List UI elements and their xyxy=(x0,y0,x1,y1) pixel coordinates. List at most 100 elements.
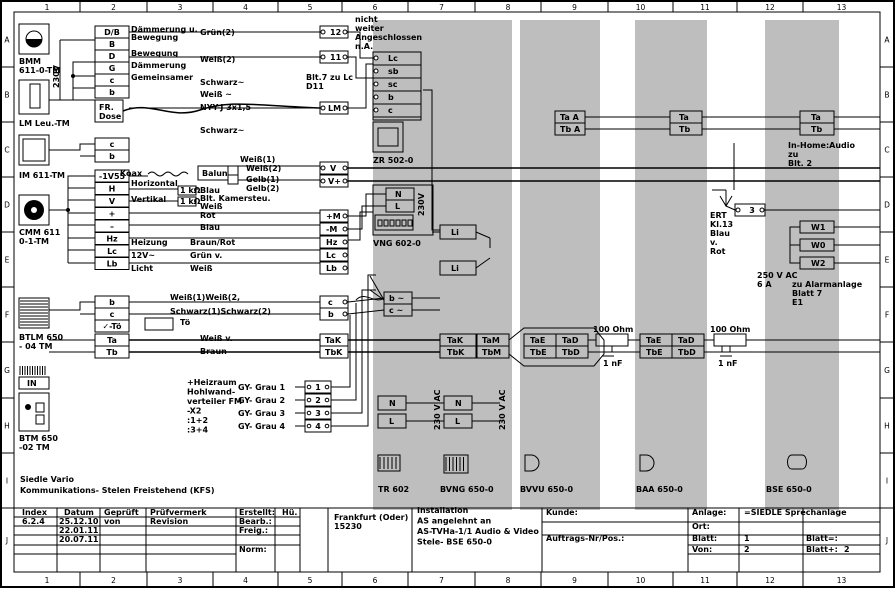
tb-install-line: Installation xyxy=(417,506,469,515)
grid-col-bottom: 4 xyxy=(243,576,248,585)
bmm-label-line: BMM xyxy=(19,57,41,66)
label-rot: Rot xyxy=(200,211,216,220)
resistor-2 xyxy=(713,333,747,347)
wire xyxy=(331,289,376,414)
label-nicht-angeschlossen-line: nicht xyxy=(355,15,378,24)
wire xyxy=(331,274,376,427)
balun-label: Balun xyxy=(202,169,228,178)
term-label: TaK xyxy=(325,336,342,345)
term-block xyxy=(319,248,349,262)
terminal-dot xyxy=(342,178,348,184)
label-blau: Blau xyxy=(200,186,220,195)
label-in-home-line: zu xyxy=(788,150,799,159)
in-label: IN xyxy=(27,379,37,388)
label-gemeinsamer: Gemeinsamer xyxy=(131,73,193,82)
vng-pin-icon xyxy=(389,219,395,227)
term-label: 12 xyxy=(330,28,341,37)
tb-header: Geprüft xyxy=(104,508,139,517)
btm-device xyxy=(18,392,50,432)
label-gy: GY- Grau 4 xyxy=(238,422,286,431)
btm-led-icon xyxy=(25,404,31,410)
tb-bearb: Bearb.: xyxy=(239,517,272,526)
terminal-dot xyxy=(324,384,330,390)
grid-col-bottom: 2 xyxy=(111,576,116,585)
label-weiss1: Weiß(1) xyxy=(240,155,275,164)
terminal-dot xyxy=(342,105,348,111)
term-block xyxy=(319,261,349,275)
lm-label: LM Leu.-TM xyxy=(19,119,70,128)
label-weiss3: Weiß xyxy=(190,264,213,273)
tb-blatt: Blatt: xyxy=(692,534,717,543)
vng-device xyxy=(372,184,434,236)
wire xyxy=(49,175,95,211)
vng-230v: 230V xyxy=(417,192,426,216)
btm-label: BTM 650-02 TM xyxy=(19,434,58,452)
term-label: V xyxy=(330,164,337,173)
tb-revision: Revision xyxy=(150,517,189,526)
vng-pin-icon xyxy=(377,219,383,227)
grid-col-bottom: 6 xyxy=(373,576,378,585)
terminal-dot xyxy=(342,311,348,317)
grid-row-right: E xyxy=(885,256,890,265)
grid-row-left: J xyxy=(5,536,8,545)
label-daemmerung: Dämmerung xyxy=(131,61,186,70)
title-block-frame xyxy=(13,507,881,573)
terminal-dot xyxy=(342,252,348,258)
terminal-dot xyxy=(324,410,330,416)
lm-switch-icon xyxy=(29,83,41,109)
label-gy: GY- Grau 1 xyxy=(238,383,286,392)
resistor-box xyxy=(177,185,197,196)
btlm-label: BTLM 650- 04 TM xyxy=(19,333,64,351)
terminal-dot xyxy=(320,105,326,111)
terminal-dot xyxy=(342,29,348,35)
tr-l-label: L xyxy=(389,417,394,426)
tb-header: Prüfvermerk xyxy=(150,508,207,517)
label-gruen-v: Grün v. xyxy=(190,251,222,260)
wire xyxy=(347,297,385,303)
terminal-dot xyxy=(373,68,379,74)
bse-label: Tb xyxy=(811,125,822,134)
label-12v: 12V~ xyxy=(131,251,155,260)
tb-install-line: AS angelehnt an xyxy=(417,517,492,526)
vng-pin-icon xyxy=(383,219,389,227)
distributor-label: 1 xyxy=(315,383,321,392)
grid-row-left: F xyxy=(5,311,9,320)
nf-label-2: 1 nF xyxy=(718,359,738,368)
terminal-dot xyxy=(342,265,348,271)
terminal-label: + xyxy=(109,210,116,219)
wire xyxy=(369,275,385,301)
term-label: TbK xyxy=(325,348,343,357)
wire xyxy=(347,309,385,315)
label-in-home-line: Blt. 2 xyxy=(788,159,812,168)
wire xyxy=(331,303,357,401)
grid-col-bottom: 7 xyxy=(439,576,444,585)
zr-terminal-label: Lc xyxy=(388,54,398,63)
label-daemmerung-bewegung: Dämmerung u.Bewegung xyxy=(131,25,198,42)
tb-date: 22.01.11 xyxy=(59,526,99,535)
nf-label-1: 1 nF xyxy=(603,359,623,368)
label-gy: GY- Grau 3 xyxy=(238,409,285,418)
grid-row-left: E xyxy=(5,256,10,265)
tr-230vac: 230 V AC xyxy=(433,389,442,430)
tb-erstellt: Erstellt: xyxy=(239,508,275,517)
terminal-label: Ta xyxy=(107,336,117,345)
bse-speaker-icon xyxy=(787,454,807,470)
resistor-label: 1 kΩ xyxy=(180,186,201,195)
grid-row-left: A xyxy=(4,36,10,45)
lm-device xyxy=(18,79,50,115)
tb-vonl: Von: xyxy=(692,545,712,554)
fr-dose-label: FR.Dose xyxy=(99,103,122,121)
wire xyxy=(348,63,373,109)
label-alarmanlage-line: E1 xyxy=(792,298,803,307)
term-block xyxy=(319,235,349,249)
grid-col-top: 12 xyxy=(765,3,775,12)
tb-header: Index xyxy=(22,508,48,517)
nyy-cable xyxy=(122,103,321,114)
terminal-label: V xyxy=(109,197,116,206)
grid-col-bottom: 10 xyxy=(636,576,646,585)
label-heizraum-line: Hohlwand- xyxy=(187,388,235,397)
terminal-block xyxy=(94,319,130,333)
tb-hue: Hü. xyxy=(282,508,297,517)
zr-terminal-label: sc xyxy=(388,80,398,89)
